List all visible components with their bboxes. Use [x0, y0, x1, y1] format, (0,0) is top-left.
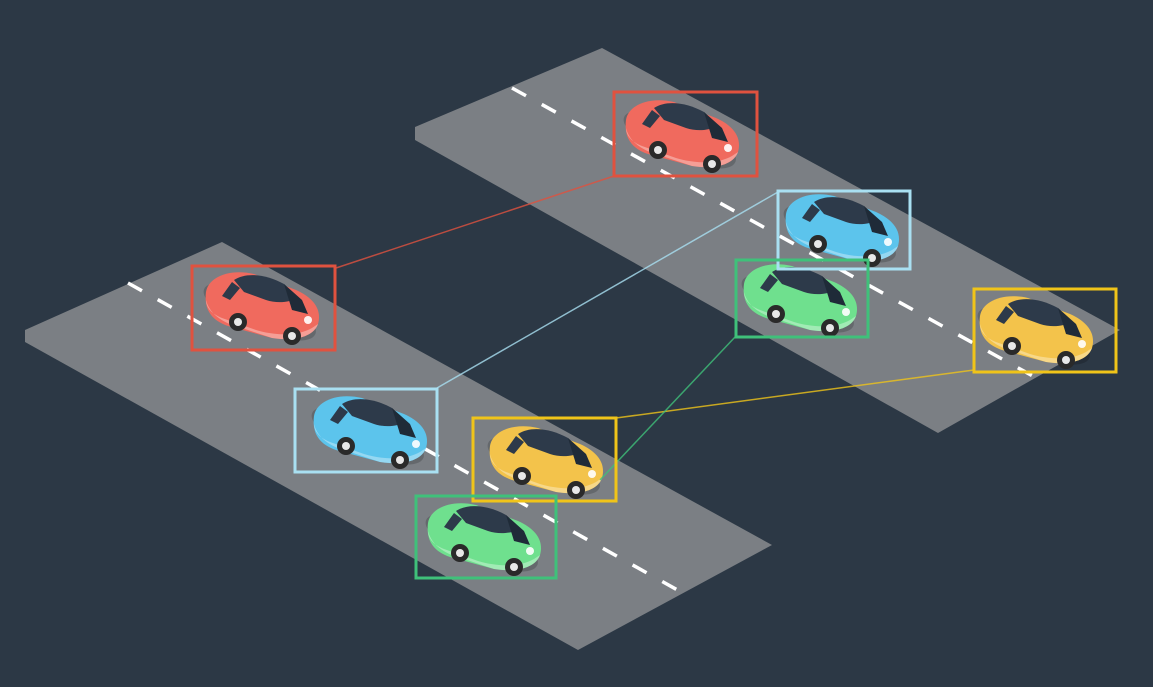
frame-2-red-car [623, 100, 740, 173]
frame-1-yellow-car [487, 426, 604, 499]
frame-2-green-car [741, 264, 858, 337]
frame-2-blue-car [783, 194, 900, 267]
bbox-frame-1-blue [293, 387, 439, 474]
frame-2-yellow-car [977, 296, 1094, 369]
bbox-frame-2-red [612, 90, 759, 178]
association-line-red [335, 175, 615, 269]
association-line-green [599, 335, 737, 481]
frame-1-red-car [203, 272, 320, 345]
bbox-frame-2-blue [776, 189, 912, 271]
bbox-frame-1-yellow [471, 416, 618, 503]
association-line-blue [436, 191, 779, 389]
road-frame-2 [415, 48, 1120, 433]
bbox-frame-2-green [734, 258, 870, 339]
bbox-frame-2-yellow [972, 287, 1118, 374]
bbox-frame-1-green [414, 494, 558, 580]
frame-1-blue-car [311, 396, 428, 469]
bbox-frame-1-red [190, 264, 337, 352]
association-line-yellow [615, 369, 975, 419]
frame-1-green-car [425, 503, 542, 576]
